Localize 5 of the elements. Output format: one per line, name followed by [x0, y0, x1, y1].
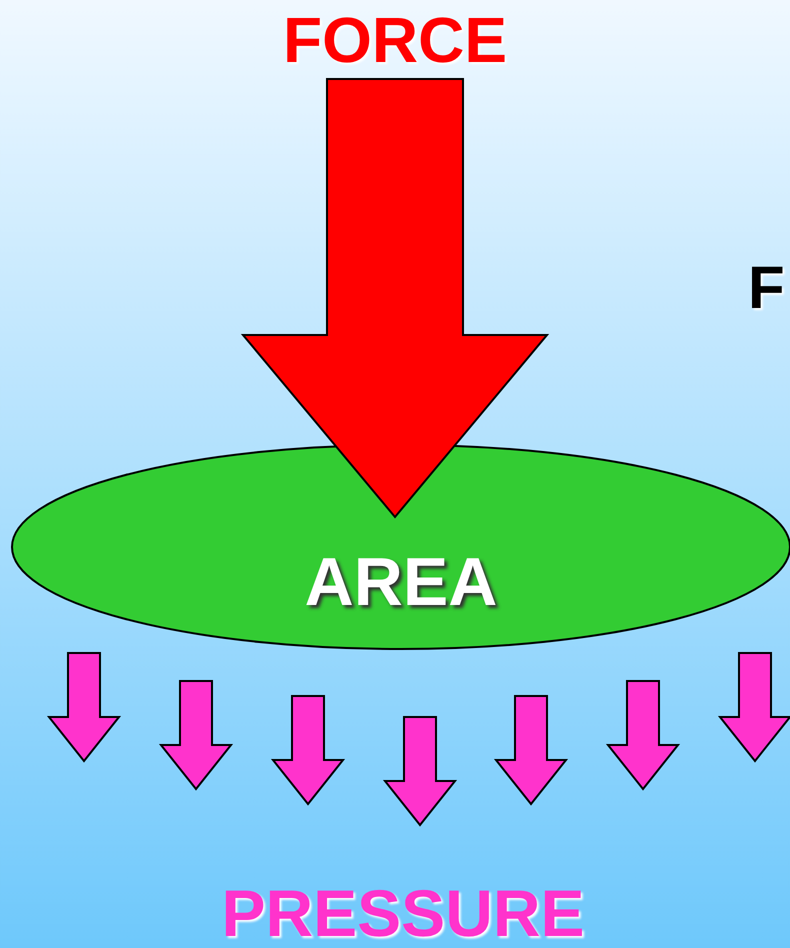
formula-letter: F — [748, 258, 785, 318]
pressure-label: PRESSURE — [221, 880, 585, 946]
force-title: FORCE — [283, 8, 507, 72]
area-label: AREA — [304, 548, 498, 616]
force-arrow — [240, 78, 550, 519]
